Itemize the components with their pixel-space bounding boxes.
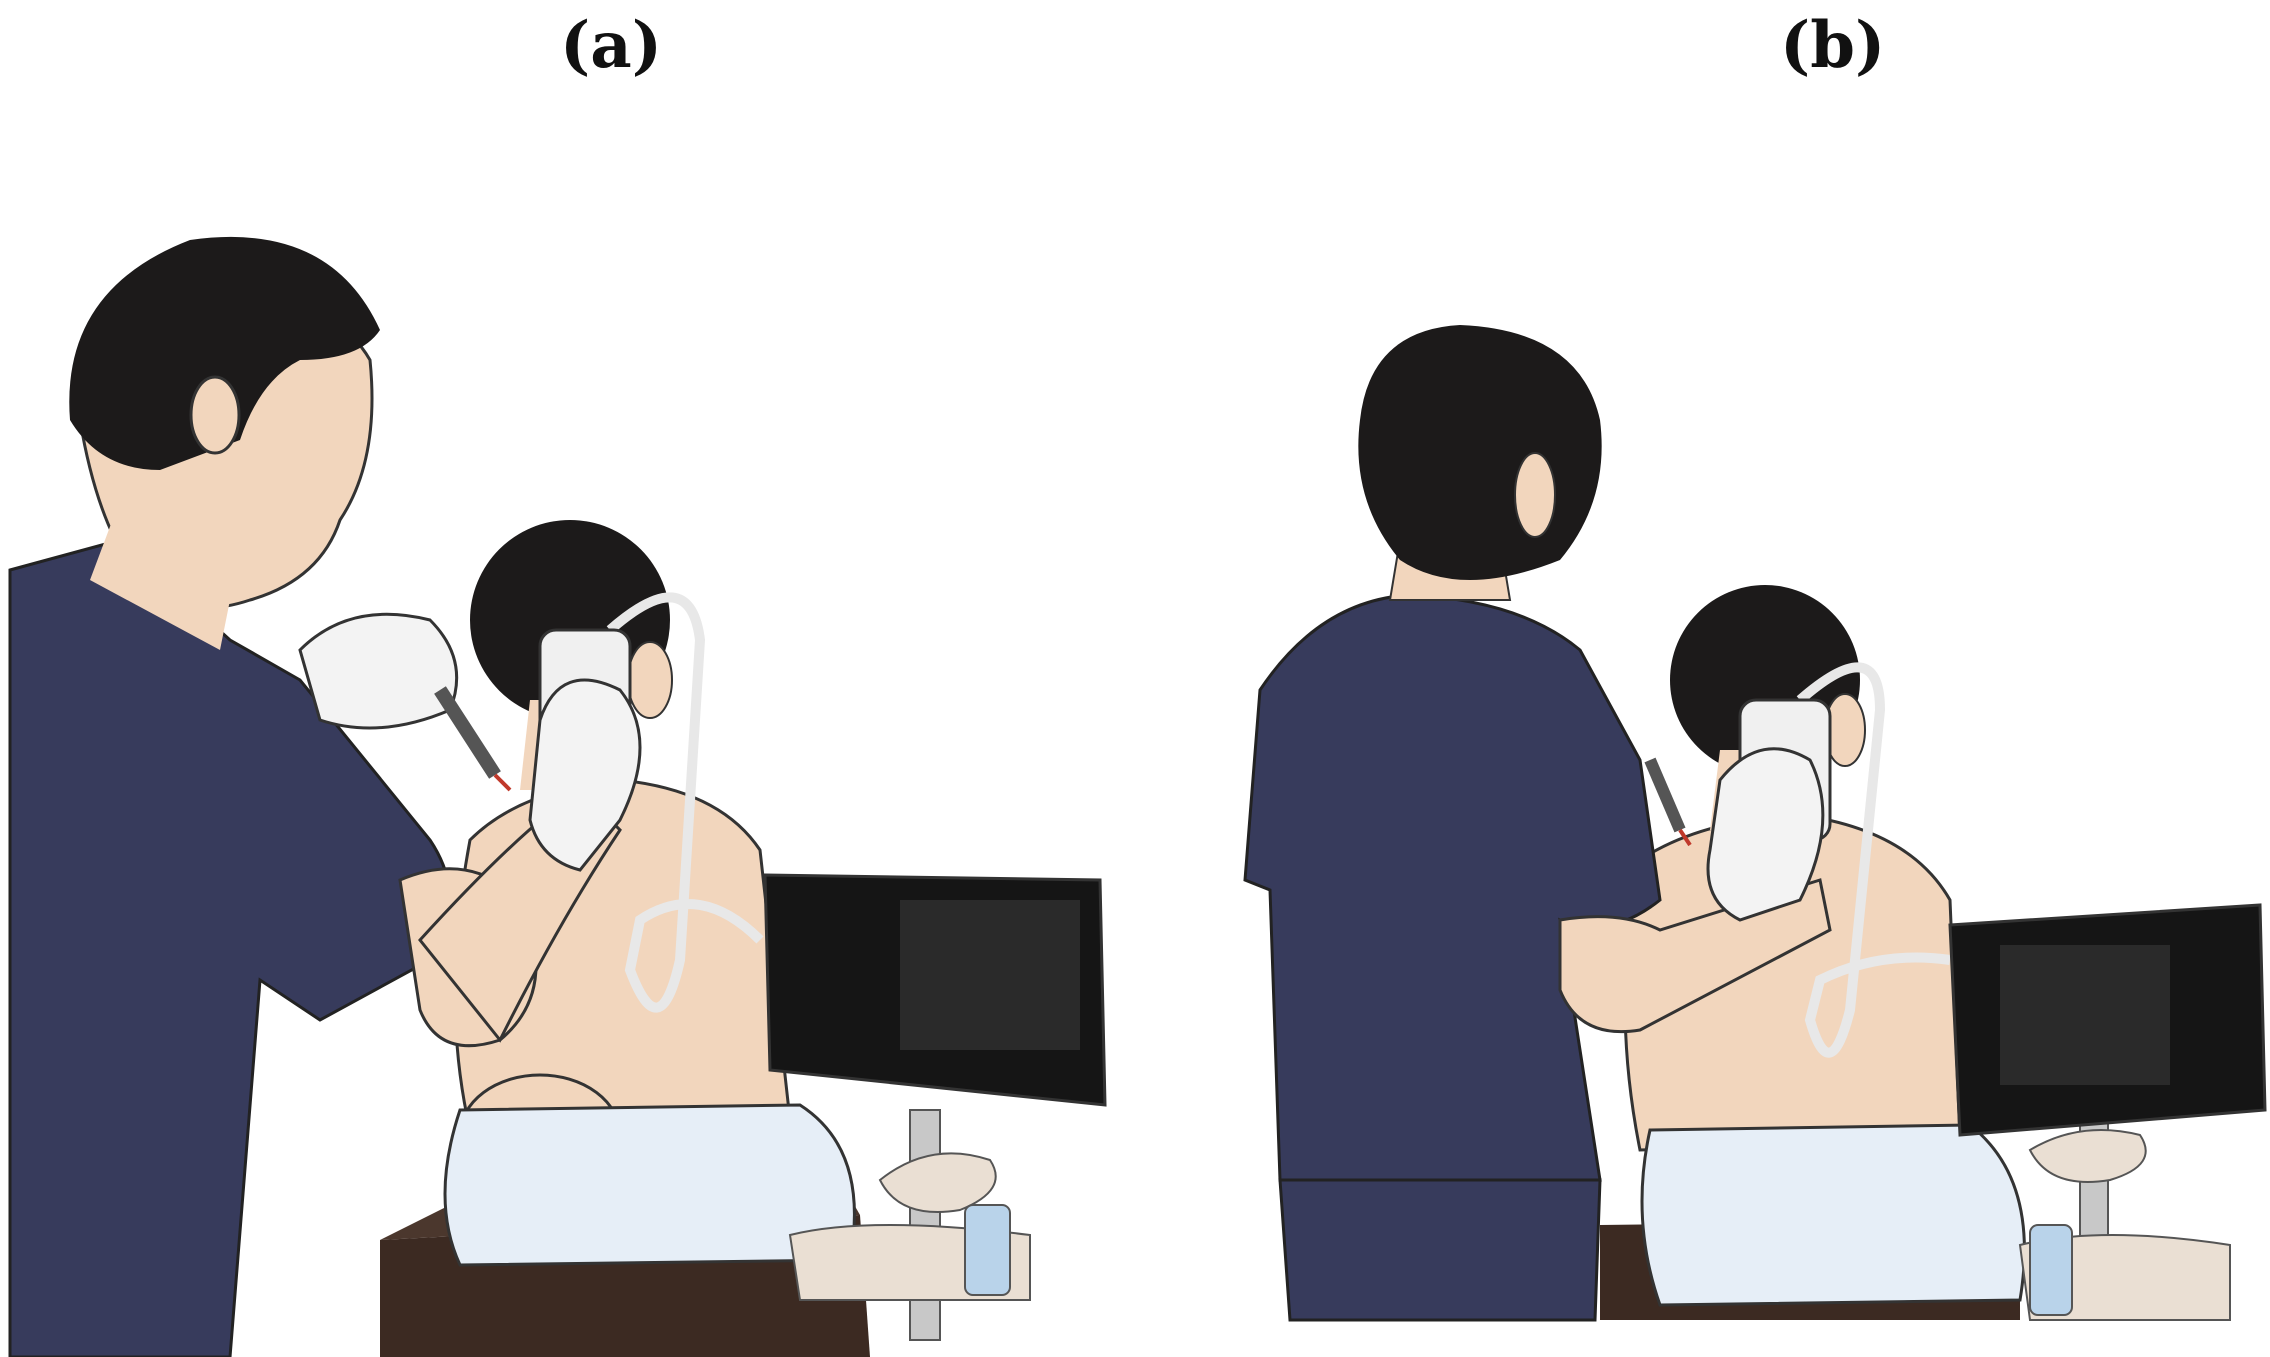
panel-label-b: (b): [1780, 8, 1886, 83]
panel-a-scene: [8, 236, 1107, 1357]
probe-hand-a: [528, 628, 642, 872]
panel-label-a: (a): [560, 8, 663, 83]
probe-cable-a: [606, 592, 764, 1013]
ultrasound-monitor-a: [763, 873, 1107, 1341]
syringe-hand-a: [298, 612, 512, 792]
ultrasound-monitor-b: [1948, 903, 2267, 1321]
probe-hand-b: [1706, 698, 1832, 922]
panel-b-scene: [1243, 325, 2267, 1322]
probe-cable-b: [1796, 662, 1951, 1058]
patient-b: [1623, 585, 2026, 1307]
syringe-b: [1644, 757, 1692, 847]
doctor-b: [1243, 325, 1832, 1322]
